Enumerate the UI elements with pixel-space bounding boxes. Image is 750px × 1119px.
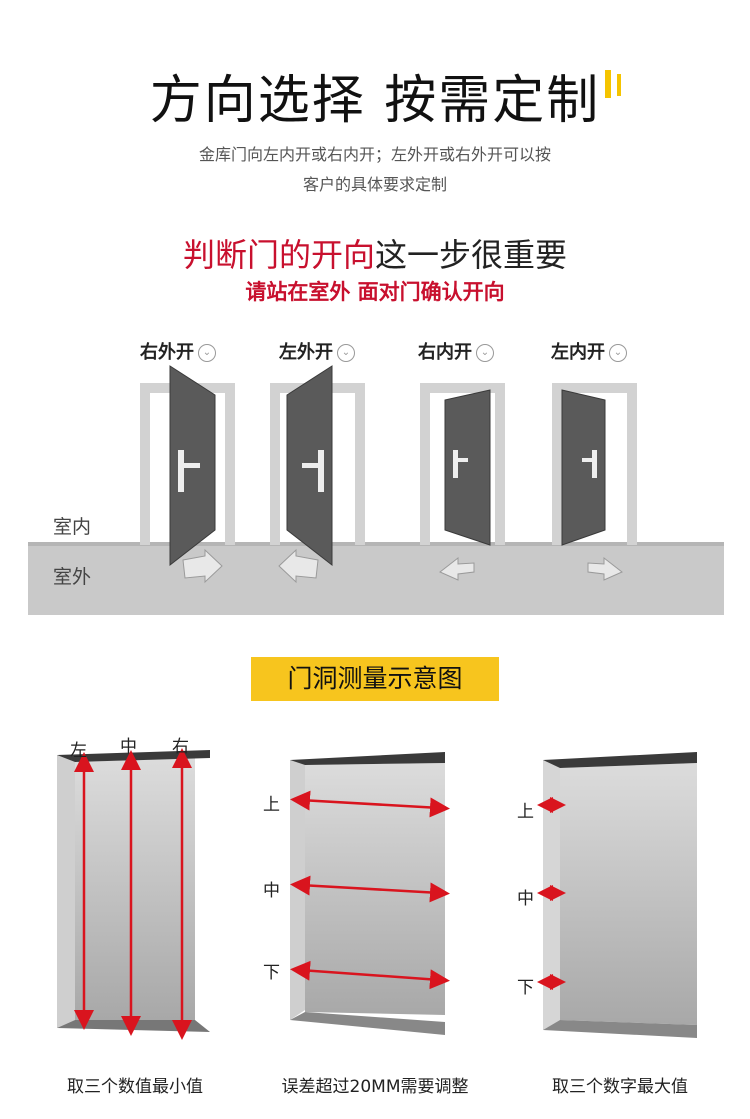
subtitle-line-1: 金库门向左内开或右内开；左外开或右外开可以按 <box>198 145 551 164</box>
direction-heading: 判断门的开向这一步很重要 <box>0 230 750 276</box>
label-center: 中 <box>263 881 280 901</box>
width-measure-panel <box>57 748 210 1040</box>
door-label-left-outward: 左外开⌄ <box>279 338 355 364</box>
door-left-outward <box>270 365 365 584</box>
caption-depth: 取三个数字最大值 <box>552 1077 688 1097</box>
label-bottom-2: 下 <box>517 978 534 998</box>
label-top-2: 上 <box>517 802 534 822</box>
label-right: 右 <box>172 737 189 757</box>
measure-banner: 门洞测量示意图 <box>251 657 499 701</box>
title-accent-mark-small <box>617 74 621 96</box>
direction-heading-emphasis: 判断门的开向 <box>182 236 375 274</box>
label-left: 左 <box>70 741 87 761</box>
direction-subheading: 请站在室外 面对门确认开向 <box>245 280 505 304</box>
direction-heading-rest: 这一步很重要 <box>375 236 568 274</box>
outdoor-label: 室外 <box>53 566 92 588</box>
chevron-down-icon: ⌄ <box>337 344 355 362</box>
door-label-right-outward: 右外开⌄ <box>140 338 216 364</box>
measurement-diagram <box>57 748 697 1040</box>
caption-height: 误差超过20MM需要调整 <box>281 1077 469 1097</box>
label-bottom: 下 <box>263 963 280 983</box>
door-right-inward <box>420 383 505 581</box>
door-direction-diagram <box>28 365 724 615</box>
outdoor-floor <box>28 545 724 615</box>
depth-measure-panel <box>537 752 697 1038</box>
page-title: 方向选择 按需定制 <box>149 71 601 131</box>
label-center-2: 中 <box>517 889 534 909</box>
subtitle-line-2: 客户的具体要求定制 <box>302 175 447 194</box>
door-label-right-inward: 右内开⌄ <box>418 338 494 364</box>
label-middle: 中 <box>120 737 137 757</box>
caption-width: 取三个数值最小值 <box>67 1077 203 1097</box>
height-measure-panel <box>290 752 450 1035</box>
chevron-down-icon: ⌄ <box>609 344 627 362</box>
title-accent-mark <box>605 70 611 98</box>
door-left-inward <box>552 383 637 581</box>
door-label-left-inward: 左内开⌄ <box>551 338 627 364</box>
chevron-down-icon: ⌄ <box>476 344 494 362</box>
indoor-label: 室内 <box>53 516 92 538</box>
label-top: 上 <box>263 795 280 815</box>
chevron-down-icon: ⌄ <box>198 344 216 362</box>
door-right-outward <box>140 365 235 584</box>
